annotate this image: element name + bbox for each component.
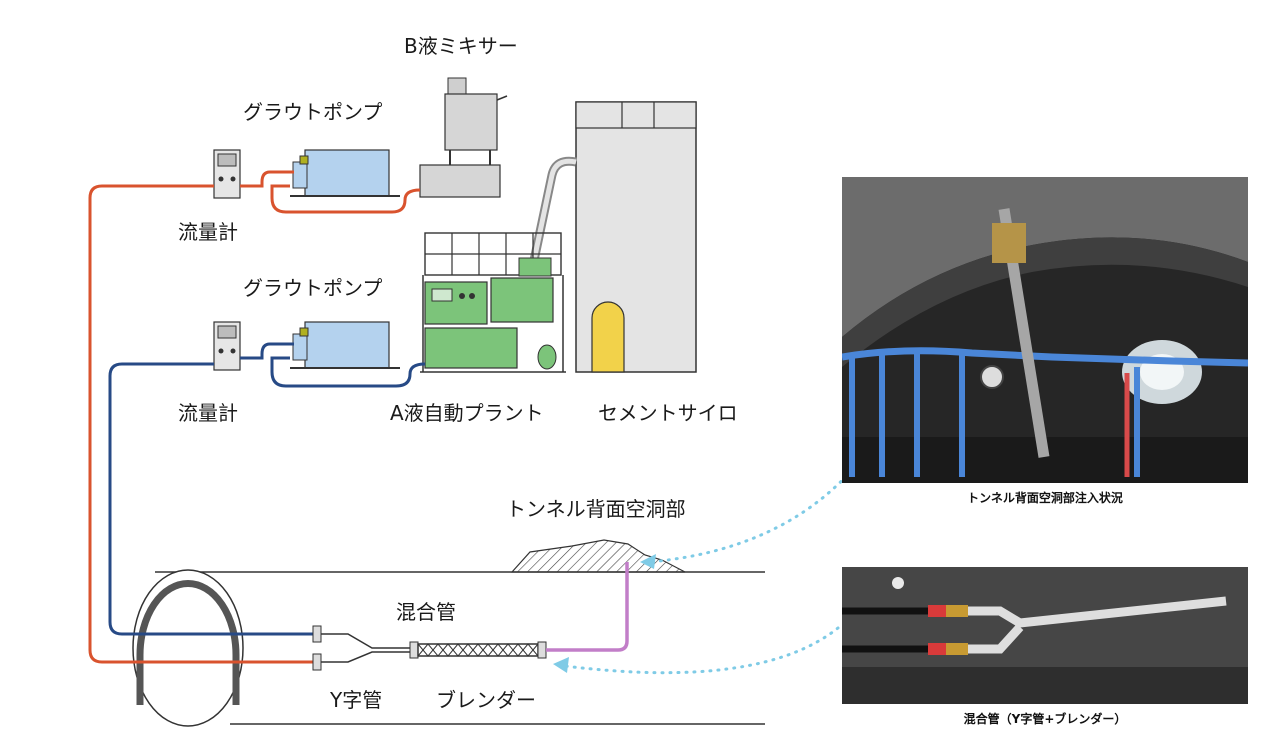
- b-liquid-mixer: [419, 77, 508, 198]
- caption-mixing-pipe: 混合管（Y字管+ブレンダー）: [963, 712, 1127, 726]
- flow-meter-top: [213, 149, 241, 199]
- a-liquid-line: [108, 342, 426, 636]
- mixed-grout-line: [546, 562, 629, 652]
- photo-tunnel-injection: [842, 177, 1248, 483]
- label-y-pipe: Y字管: [330, 688, 383, 712]
- label-blender: ブレンダー: [436, 688, 536, 712]
- label-a-plant: A液自動プラント: [390, 401, 544, 425]
- label-flow-meter-bottom: 流量計: [178, 401, 238, 425]
- y-pipe: [312, 625, 410, 671]
- label-flow-meter-top: 流量計: [178, 220, 238, 244]
- label-b-mixer: B液ミキサー: [404, 34, 518, 58]
- callout-mixing: [563, 626, 840, 675]
- b-liquid-line: [88, 170, 421, 664]
- callout-injection-arrow: [640, 554, 656, 569]
- label-tunnel-void: トンネル背面空洞部: [506, 497, 686, 521]
- a-liquid-plant: [420, 232, 566, 373]
- photo-mixing-pipe: [842, 567, 1248, 704]
- blender: [409, 641, 547, 659]
- label-grout-pump-top: グラウトポンプ: [243, 100, 383, 124]
- label-grout-pump-bottom: グラウトポンプ: [243, 276, 383, 300]
- grout-pump-bottom: [290, 321, 400, 369]
- label-mixing-pipe: 混合管: [396, 600, 456, 624]
- cement-silo: [527, 101, 697, 373]
- flow-meter-bottom: [213, 321, 241, 371]
- tunnel: [132, 569, 765, 727]
- label-cement-silo: セメントサイロ: [598, 401, 738, 425]
- callout-mixing-arrow: [553, 657, 569, 673]
- tunnel-void-hatch: [510, 539, 686, 573]
- grout-pump-top: [290, 149, 400, 197]
- caption-tunnel-injection: トンネル背面空洞部注入状況: [967, 491, 1123, 505]
